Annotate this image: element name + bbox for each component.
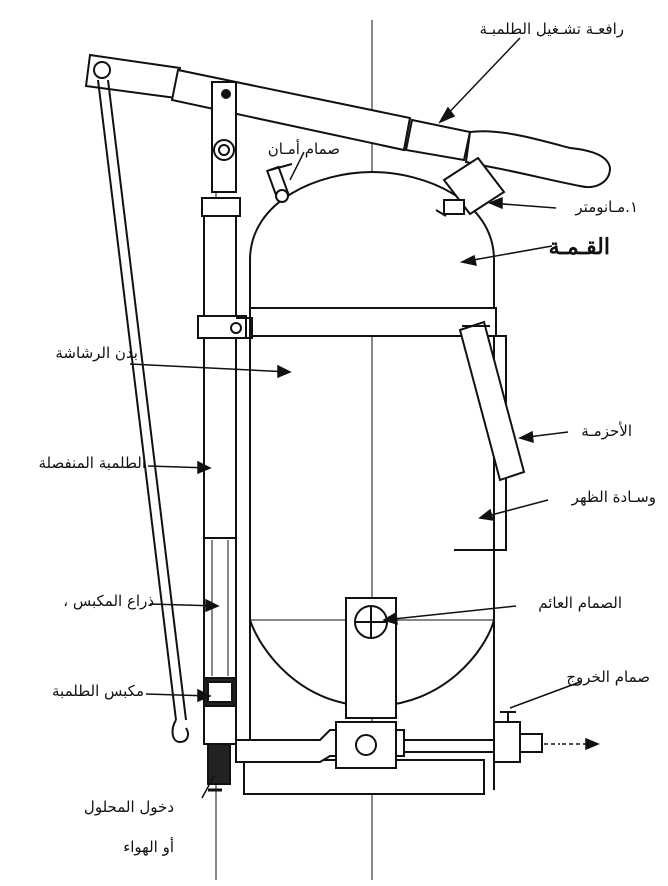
label-sprayer-body: بدن الرشاشة: [55, 344, 138, 362]
label-safety-valve: صمام أمـان: [267, 140, 340, 158]
bottom-piping: [208, 722, 500, 790]
label-pump-piston: مكبس الطلمبة: [52, 682, 144, 700]
label-top: القـمـة: [548, 234, 610, 260]
separate-pump: [198, 198, 252, 744]
label-inlet-line1: دخول المحلول: [83, 798, 174, 816]
label-pump-lever: رافعـة تشـغيل الطلمبـة: [479, 20, 624, 38]
label-separate-pump: الطلمبة المنفصلة: [38, 454, 146, 472]
outlet-valve: [494, 712, 542, 762]
label-float-valve: الصمام العائم: [538, 594, 622, 612]
sprayer-tank: [244, 172, 506, 794]
label-manometer: ١.مـانومتر: [575, 198, 638, 216]
back-strap: [460, 322, 524, 480]
leader-lines: [130, 38, 580, 798]
float-valve: [346, 598, 396, 718]
label-outlet-valve: صمام الخروج: [566, 668, 650, 686]
outflow-arrow: [544, 739, 598, 749]
label-inlet-line2: أو الهواء: [123, 838, 174, 856]
manometer: [436, 158, 504, 216]
safety-valve: [267, 164, 292, 202]
label-piston-arm: ذراع المكبس ،: [63, 592, 154, 610]
label-back-pad: وسـادة الظهر: [571, 488, 656, 506]
pump-lever: [86, 55, 610, 192]
label-straps: الأحزمـة: [581, 422, 632, 440]
lever-rod: [98, 80, 188, 742]
